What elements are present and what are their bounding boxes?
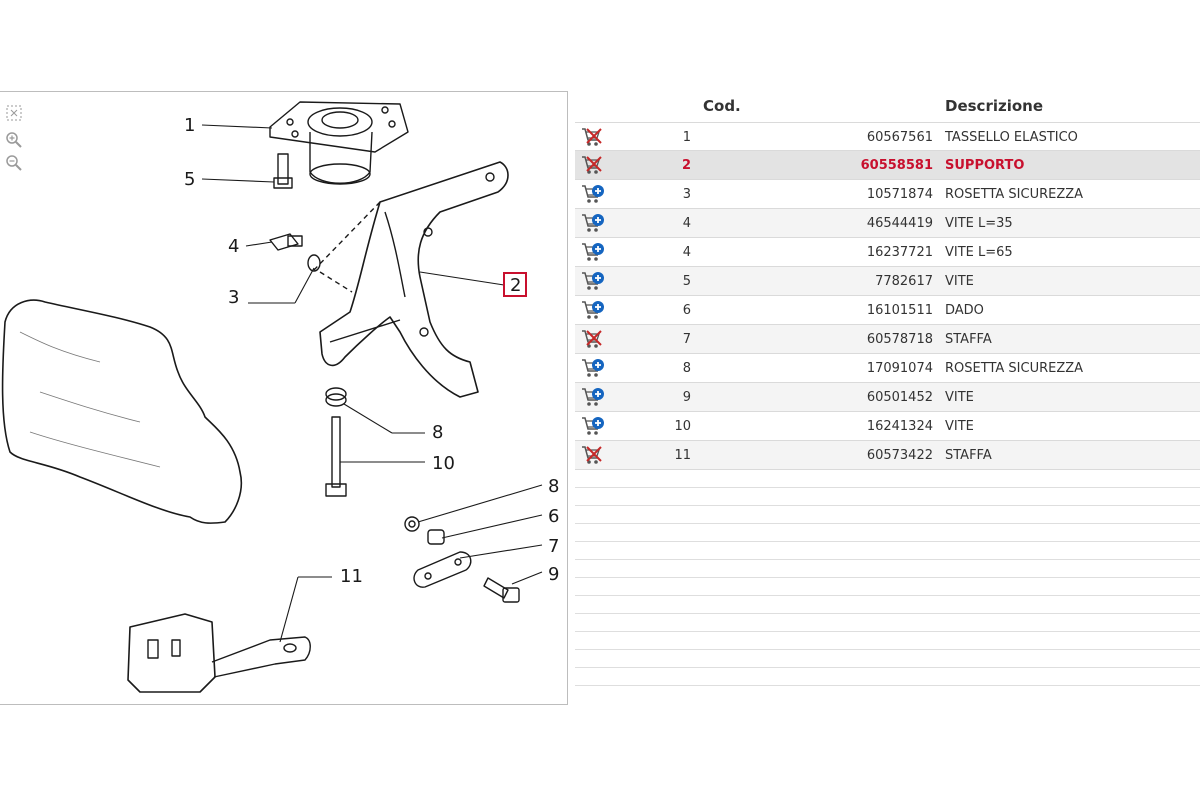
empty-row — [575, 668, 1200, 686]
table-row[interactable]: 6 16101511 DADO — [575, 296, 1200, 325]
row-position: 11 — [674, 448, 691, 463]
row-description: ROSETTA SICUREZZA — [945, 361, 1084, 376]
callout-9[interactable]: 9 — [548, 564, 559, 585]
callout-6[interactable]: 6 — [548, 506, 559, 527]
row-description: STAFFA — [945, 332, 992, 347]
row-code: 16241324 — [866, 419, 933, 434]
cart-unavailable-icon[interactable] — [581, 154, 605, 176]
zoom-out-icon[interactable] — [5, 154, 23, 172]
cart-add-icon[interactable] — [581, 386, 605, 408]
row-position: 6 — [682, 303, 691, 318]
table-row[interactable]: 8 17091074 ROSETTA SICUREZZA — [575, 354, 1200, 383]
parts-table: Cod. Descrizione 1 60567561 TASSELLO ELAST… — [575, 91, 1200, 686]
cart-add-icon[interactable] — [581, 270, 605, 292]
row-description: DADO — [945, 303, 984, 318]
row-code: 60501452 — [866, 390, 933, 405]
row-position: 10 — [674, 419, 691, 434]
fit-icon[interactable] — [5, 104, 23, 122]
callout-4[interactable]: 4 — [228, 236, 239, 257]
table-body: 1 60567561 TASSELLO ELASTICO 2 60558581 SUPP… — [575, 122, 1200, 470]
row-position: 4 — [682, 245, 691, 260]
table-row[interactable]: 5 7782617 VITE — [575, 267, 1200, 296]
table-row[interactable]: 3 10571874 ROSETTA SICUREZZA — [575, 180, 1200, 209]
row-description: TASSELLO ELASTICO — [945, 130, 1078, 145]
empty-row — [575, 470, 1200, 488]
cart-unavailable-icon[interactable] — [581, 126, 605, 148]
callout-8b[interactable]: 8 — [548, 476, 559, 497]
table-row[interactable]: 10 16241324 VITE — [575, 412, 1200, 441]
callout-10[interactable]: 10 — [432, 453, 455, 474]
row-code: 17091074 — [866, 361, 933, 376]
row-description: SUPPORTO — [945, 158, 1025, 173]
row-position: 7 — [682, 332, 691, 347]
cart-unavailable-icon[interactable] — [581, 328, 605, 350]
row-position: 1 — [682, 130, 691, 145]
empty-row — [575, 542, 1200, 560]
row-code: 60573422 — [866, 448, 933, 463]
callout-1[interactable]: 1 — [184, 115, 195, 136]
cart-add-icon[interactable] — [581, 299, 605, 321]
row-code: 46544419 — [866, 216, 933, 231]
callout-2-highlight — [503, 272, 527, 297]
row-description: VITE — [945, 419, 974, 434]
empty-row — [575, 596, 1200, 614]
exploded-diagram-panel: 1 5 4 3 2 8 10 8 6 7 9 11 — [0, 91, 568, 705]
row-description: STAFFA — [945, 448, 992, 463]
cart-unavailable-icon[interactable] — [581, 444, 605, 466]
row-description: VITE L=35 — [945, 216, 1013, 231]
table-empty-area — [575, 470, 1200, 686]
empty-row — [575, 650, 1200, 668]
cart-add-icon[interactable] — [581, 415, 605, 437]
table-row[interactable]: 4 46544419 VITE L=35 — [575, 209, 1200, 238]
callout-2[interactable]: 2 — [510, 275, 521, 296]
cart-add-icon[interactable] — [581, 212, 605, 234]
row-position: 5 — [682, 274, 691, 289]
row-code: 16237721 — [866, 245, 933, 260]
table-row[interactable]: 4 16237721 VITE L=65 — [575, 238, 1200, 267]
row-code: 60578718 — [866, 332, 933, 347]
row-description: VITE — [945, 274, 974, 289]
row-position: 2 — [681, 158, 691, 173]
cart-add-icon[interactable] — [581, 357, 605, 379]
row-code: 60558581 — [860, 158, 933, 173]
table-row[interactable]: 2 60558581 SUPPORTO — [575, 151, 1200, 180]
callout-7[interactable]: 7 — [548, 536, 559, 557]
empty-row — [575, 506, 1200, 524]
empty-row — [575, 524, 1200, 542]
row-code: 16101511 — [866, 303, 933, 318]
header-description: Descrizione — [945, 97, 1044, 115]
parts-drawing: 1 5 4 3 2 8 10 8 6 7 9 11 — [1, 101, 559, 693]
row-code: 10571874 — [866, 187, 933, 202]
row-description: VITE — [945, 390, 974, 405]
callout-5[interactable]: 5 — [184, 169, 195, 190]
row-position: 4 — [682, 216, 691, 231]
cart-add-icon[interactable] — [581, 241, 605, 263]
empty-row — [575, 632, 1200, 650]
table-row[interactable]: 11 60573422 STAFFA — [575, 441, 1200, 470]
empty-row — [575, 578, 1200, 596]
table-row[interactable]: 9 60501452 VITE — [575, 383, 1200, 412]
row-description: VITE L=65 — [945, 245, 1013, 260]
callout-11[interactable]: 11 — [340, 566, 363, 587]
row-position: 9 — [682, 390, 691, 405]
row-position: 3 — [682, 187, 691, 202]
cart-add-icon[interactable] — [581, 183, 605, 205]
row-code: 60567561 — [866, 130, 933, 145]
header-code: Cod. — [703, 97, 741, 115]
callout-3[interactable]: 3 — [228, 287, 239, 308]
empty-row — [575, 488, 1200, 506]
callout-8[interactable]: 8 — [432, 422, 443, 443]
table-header: Cod. Descrizione — [575, 91, 1200, 122]
zoom-in-icon[interactable] — [5, 131, 23, 149]
empty-row — [575, 614, 1200, 632]
empty-row — [575, 560, 1200, 578]
row-code: 7782617 — [875, 274, 933, 289]
row-description: ROSETTA SICUREZZA — [945, 187, 1084, 202]
row-position: 8 — [682, 361, 691, 376]
table-row[interactable]: 7 60578718 STAFFA — [575, 325, 1200, 354]
table-row[interactable]: 1 60567561 TASSELLO ELASTICO — [575, 122, 1200, 151]
